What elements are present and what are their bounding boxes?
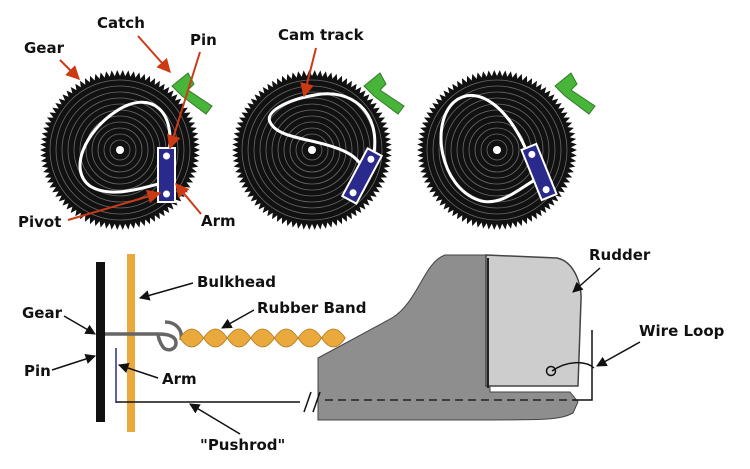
label-pivot: Pivot bbox=[18, 213, 61, 231]
arrow-catch bbox=[137, 35, 171, 74]
label-rudder: Rudder bbox=[589, 246, 651, 264]
label-gear-top: Gear bbox=[24, 39, 65, 57]
cam-track-1 bbox=[78, 100, 172, 194]
label-gear-bottom: Gear bbox=[22, 304, 63, 322]
rudder-horn bbox=[545, 365, 557, 377]
rubber-band-twist bbox=[226, 328, 252, 348]
label-arm-top: Arm bbox=[201, 212, 236, 230]
label-catch: Catch bbox=[97, 14, 145, 32]
arrow-arm-bottom bbox=[118, 363, 159, 379]
rubber-band-twist bbox=[273, 328, 299, 348]
label-wire-loop: Wire Loop bbox=[639, 322, 725, 340]
rubber-band-twist bbox=[250, 328, 275, 348]
arrow-pivot bbox=[67, 189, 162, 221]
arrow-pushrod bbox=[189, 403, 241, 435]
rubber-band-twist bbox=[321, 328, 346, 348]
rudder bbox=[485, 254, 582, 387]
arrow-pin-bottom bbox=[51, 353, 96, 371]
label-pin-top: Pin bbox=[190, 31, 217, 49]
arrow-arm bbox=[175, 182, 202, 215]
arrow-wire-loop bbox=[596, 341, 641, 367]
rubber-band-twist bbox=[203, 328, 228, 348]
break-mark-1 bbox=[303, 391, 312, 413]
label-arm-bottom: Arm bbox=[162, 370, 197, 388]
label-rubber-band: Rubber Band bbox=[257, 299, 366, 317]
cam-track-2 bbox=[267, 92, 377, 192]
arrow-gear bbox=[59, 59, 80, 80]
catch-2 bbox=[363, 72, 405, 115]
label-pushrod: "Pushrod" bbox=[200, 436, 285, 454]
arrow-cam-track bbox=[300, 47, 317, 98]
catch-3 bbox=[554, 72, 596, 115]
gear-pin-hook bbox=[105, 332, 178, 352]
bulkhead bbox=[127, 254, 135, 432]
arrow-bulkhead bbox=[138, 282, 194, 301]
rubber-band bbox=[179, 328, 346, 348]
wire-loop bbox=[551, 330, 595, 401]
arm-3 bbox=[520, 142, 558, 202]
break-mark-2 bbox=[312, 391, 321, 413]
gears-group bbox=[40, 70, 577, 230]
label-bulkhead: Bulkhead bbox=[197, 273, 276, 291]
arm-2 bbox=[340, 147, 384, 205]
arrow-pin bbox=[167, 51, 201, 150]
gear-side-view bbox=[96, 262, 105, 422]
rubber-band-twist bbox=[297, 328, 323, 348]
arm-1 bbox=[157, 147, 176, 203]
arrow-rubber-band bbox=[221, 309, 255, 329]
rubber-band-twist bbox=[179, 328, 205, 348]
cam-track-3 bbox=[439, 94, 541, 204]
label-cam-track: Cam track bbox=[278, 26, 365, 44]
arrow-rudder bbox=[572, 267, 601, 293]
arrow-gear-bottom bbox=[63, 315, 96, 335]
label-pin-bottom: Pin bbox=[24, 362, 51, 380]
fuselage bbox=[317, 254, 579, 421]
